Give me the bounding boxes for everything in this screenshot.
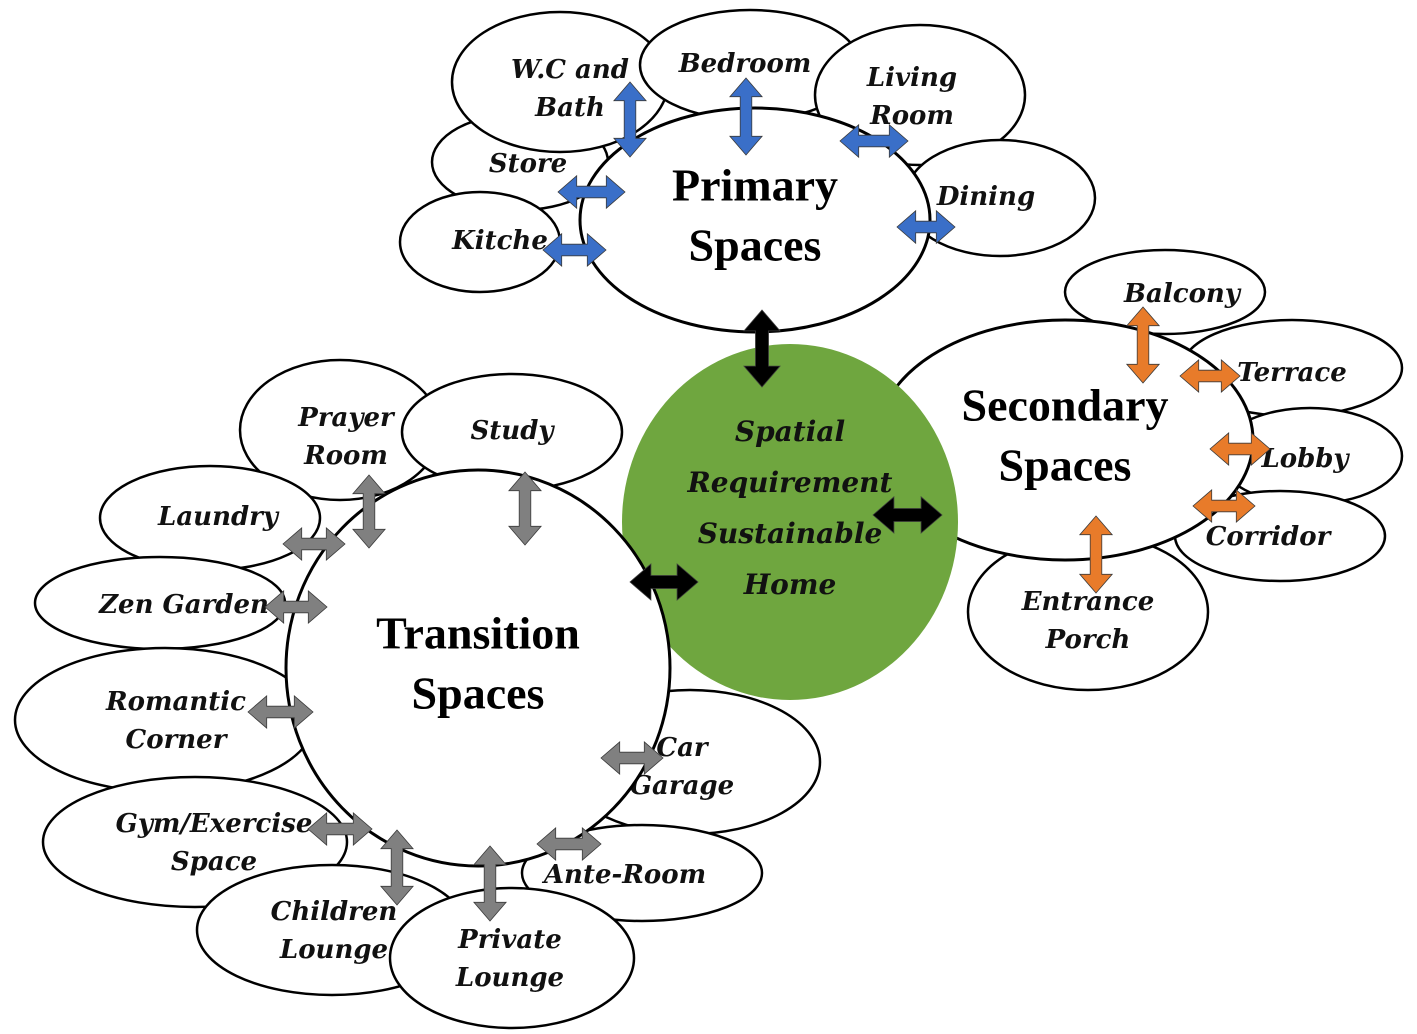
- balcony-label: Balcony: [1123, 279, 1242, 309]
- dining-arrow: [896, 209, 956, 245]
- entrance-porch-arrow: [1078, 515, 1114, 594]
- center-ellipse: [622, 344, 958, 700]
- primary-space-kitche: Kitche: [398, 190, 562, 294]
- transition-space-laundry: Laundry: [98, 464, 322, 572]
- kitchen-arrow: [542, 232, 607, 267]
- bedroom-label: Bedroom: [678, 49, 812, 79]
- living-room-arrow: [839, 123, 909, 159]
- transition-hub-ellipse: [284, 468, 672, 868]
- transition-center-arrow: [629, 563, 699, 601]
- study-label: Study: [471, 416, 556, 446]
- balcony-arrow: [1125, 306, 1161, 384]
- private-lounge-bubble: [388, 886, 636, 1030]
- romantic-corner-arrow: [247, 695, 314, 729]
- primary-space-bedroom: Bedroom: [638, 8, 862, 122]
- terrace-arrow: [1179, 359, 1241, 393]
- lobby-label: Lobby: [1260, 444, 1350, 474]
- ante-room-arrow: [536, 827, 602, 861]
- bedroom-arrow: [729, 77, 763, 156]
- store-label: Store: [489, 149, 567, 179]
- transition-space-study: Study: [400, 372, 624, 492]
- zen-garden-label: Zen Garden: [98, 590, 269, 620]
- kitche-label: Kitche: [451, 226, 548, 256]
- balcony-bubble: [1063, 248, 1267, 336]
- secondary-space-balcony: Balcony: [1063, 248, 1267, 336]
- corridor-arrow: [1192, 489, 1256, 523]
- children-lounge-arrow: [380, 829, 414, 906]
- transition-space-zen-garden: Zen Garden: [33, 555, 287, 651]
- secondary-center-arrow: [872, 496, 943, 534]
- corridor-label: Corridor: [1206, 522, 1333, 552]
- primary-space-dining: Dining: [903, 138, 1097, 258]
- lobby-arrow: [1209, 432, 1271, 466]
- study-arrow: [508, 471, 542, 546]
- terrace-label: Terrace: [1237, 358, 1347, 388]
- dining-label: Dining: [936, 182, 1035, 212]
- laundry-arrow: [282, 527, 346, 561]
- zen-garden-arrow: [264, 590, 328, 624]
- private-lounge-arrow: [473, 845, 507, 922]
- laundry-label: Laundry: [157, 502, 280, 532]
- car-garage-arrow: [600, 741, 664, 775]
- primary-center-arrow: [743, 309, 781, 388]
- romantic-corner-bubble: [13, 646, 317, 794]
- wc-bath-arrow: [613, 81, 647, 158]
- ante-room-label: Ante-Room: [541, 860, 706, 890]
- prayer-room-arrow: [352, 474, 386, 549]
- gym-arrow: [307, 812, 373, 846]
- primary-hub-ellipse: [578, 106, 932, 334]
- store-arrow: [557, 174, 626, 210]
